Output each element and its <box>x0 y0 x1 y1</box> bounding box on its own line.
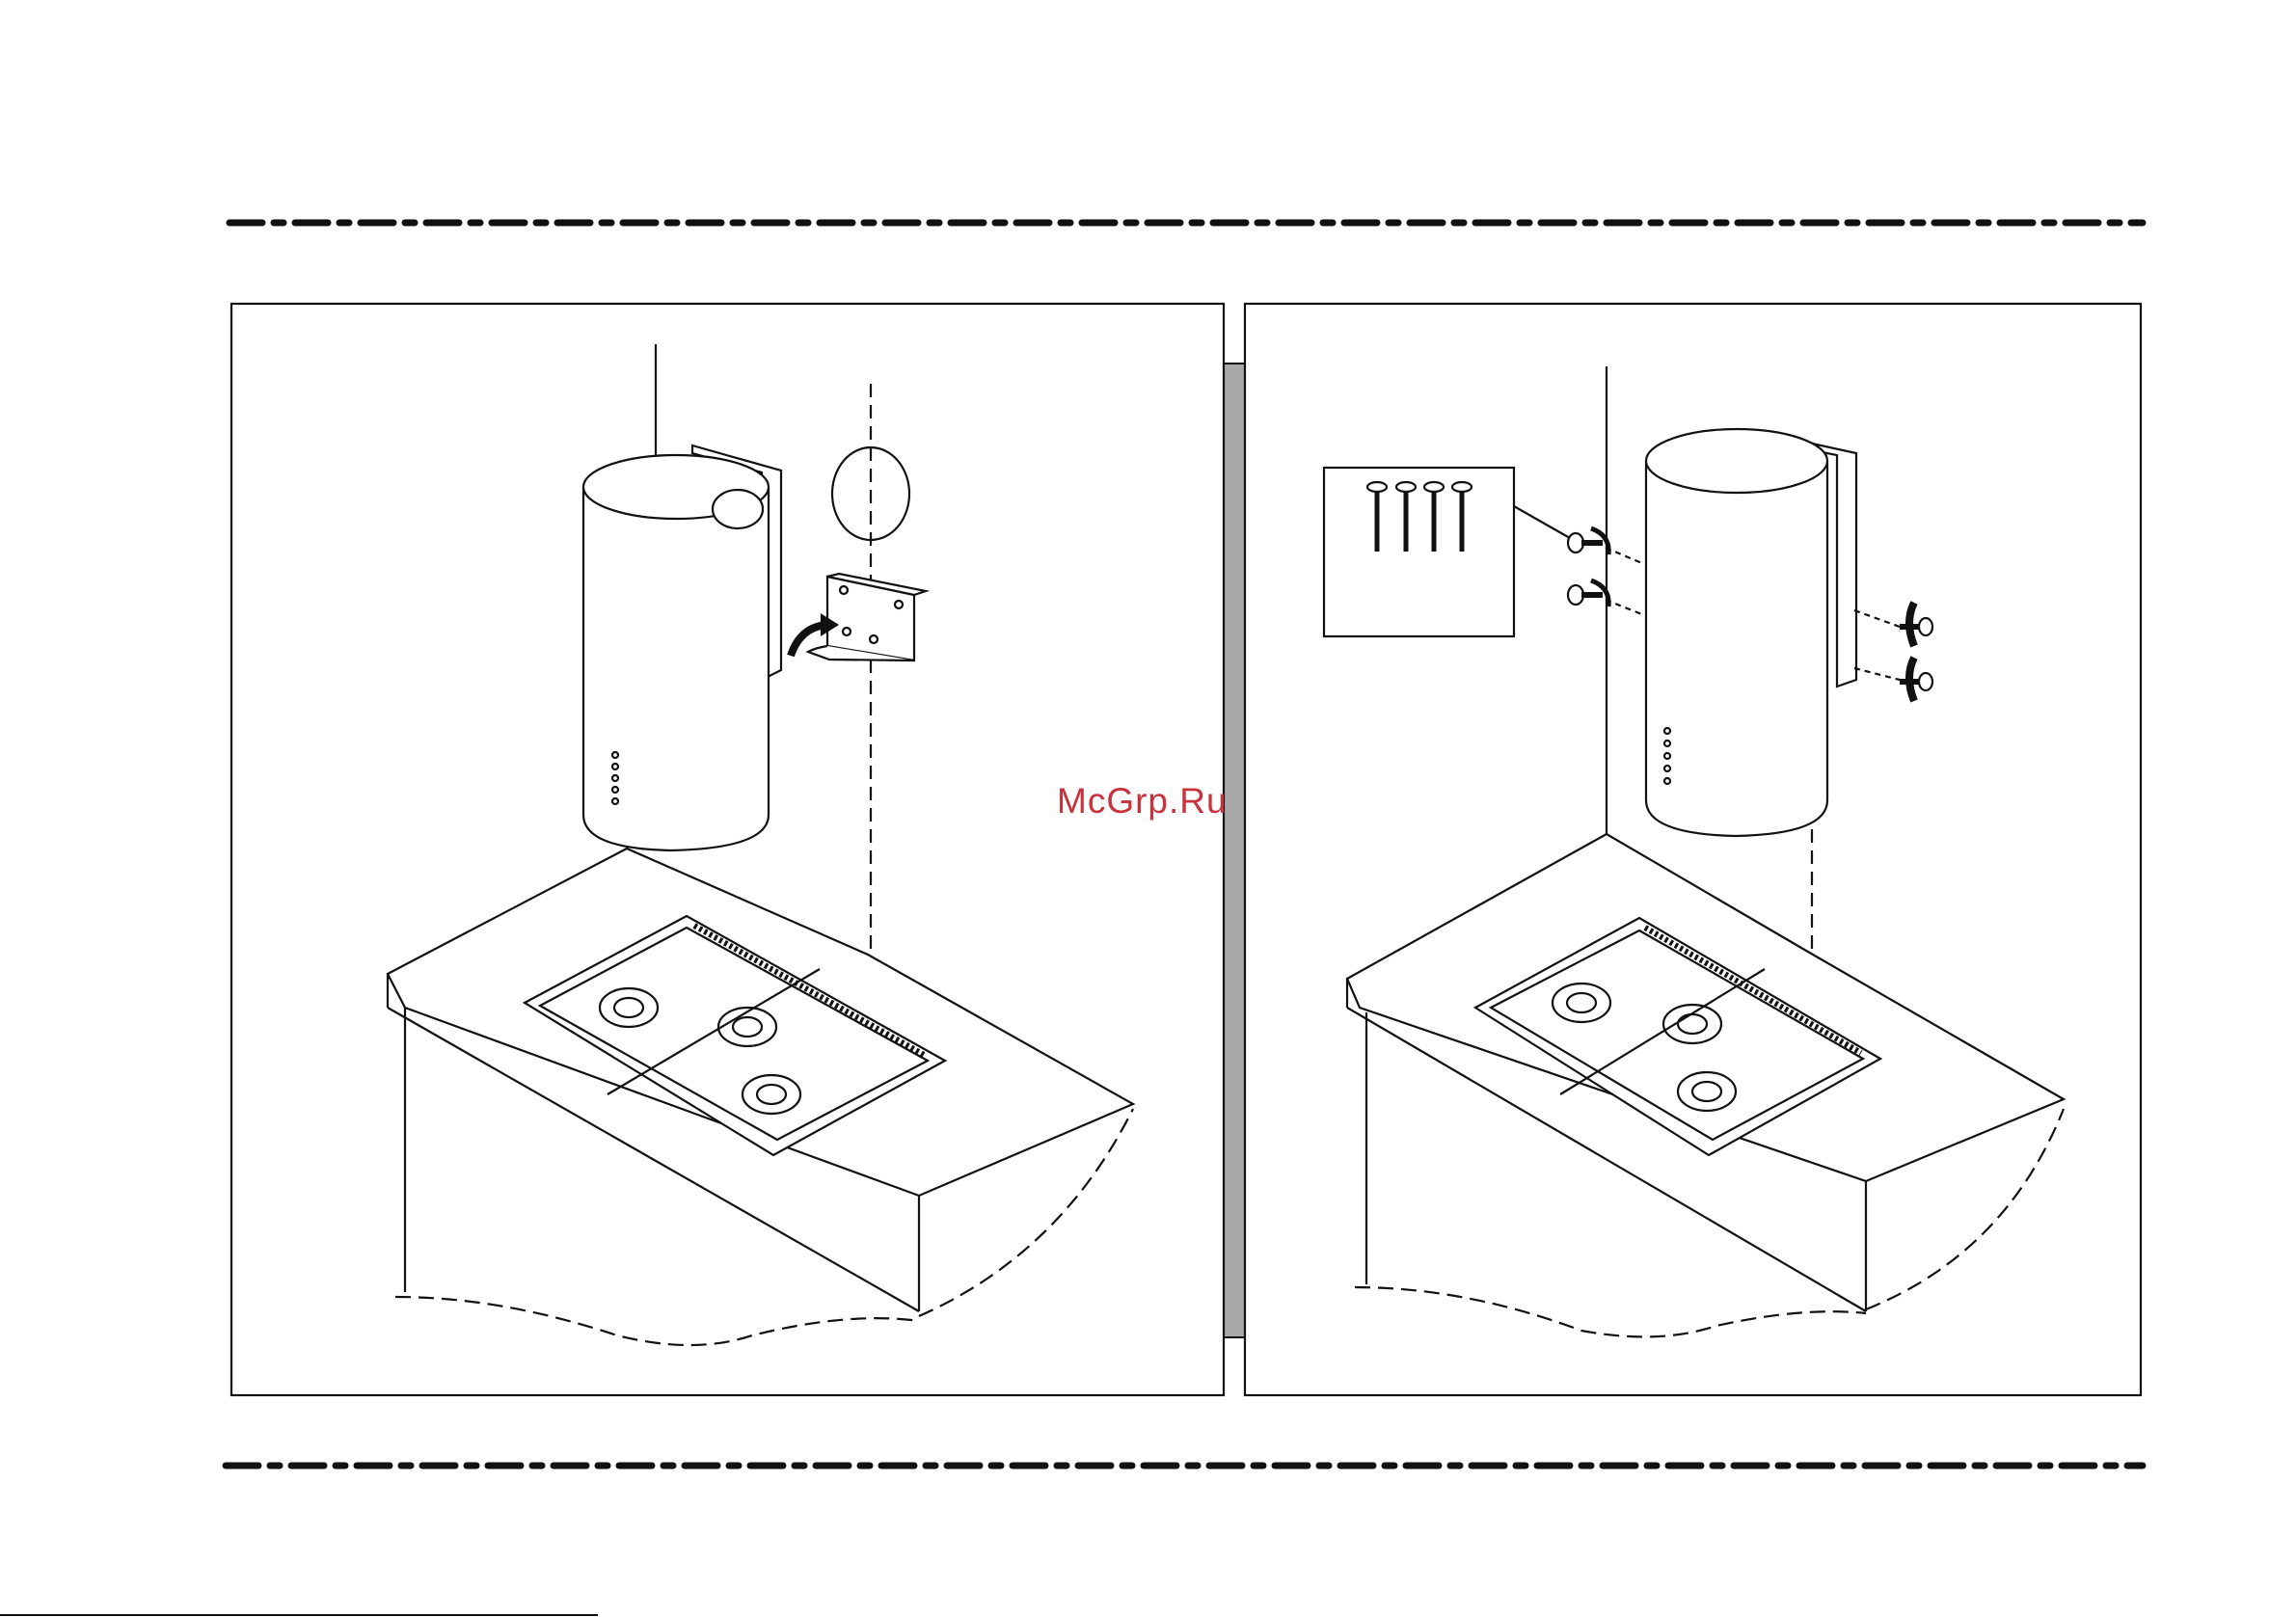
screw-inset-box <box>1324 468 1514 636</box>
cylinder-hood-icon <box>583 455 769 850</box>
figure-left-hood-bracket <box>231 304 1224 1395</box>
cylinder-hood-right-icon <box>1646 429 1827 836</box>
panel-divider <box>1224 364 1245 1337</box>
figure-right-hood-screws <box>1245 304 2141 1395</box>
watermark-text: McGrp.Ru <box>1057 781 1228 822</box>
